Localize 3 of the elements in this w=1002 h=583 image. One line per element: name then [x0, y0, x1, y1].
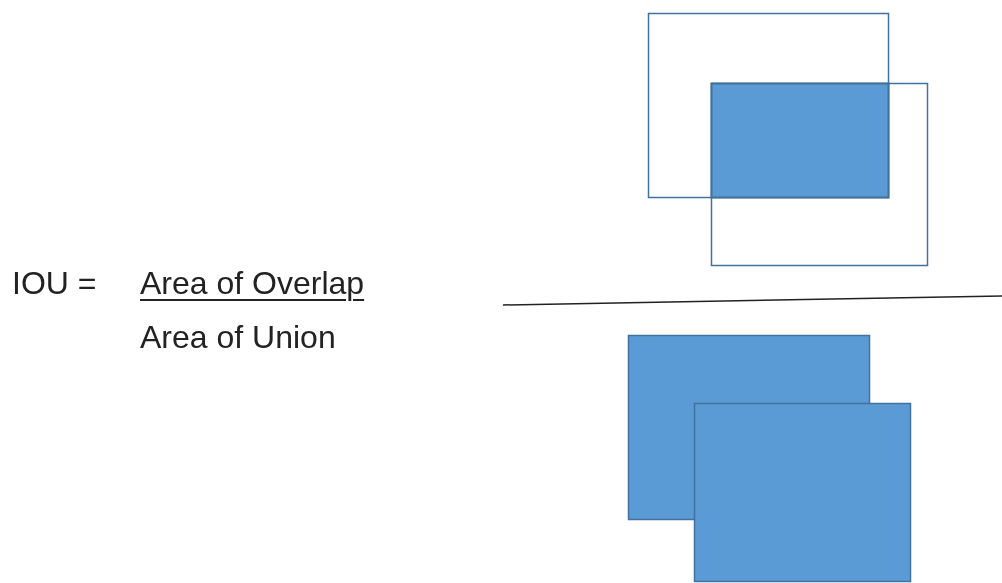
denominator-text: Area of Union	[140, 318, 336, 356]
numerator-text: Area of Overlap	[140, 264, 365, 302]
formula-label: IOU =	[12, 264, 97, 302]
